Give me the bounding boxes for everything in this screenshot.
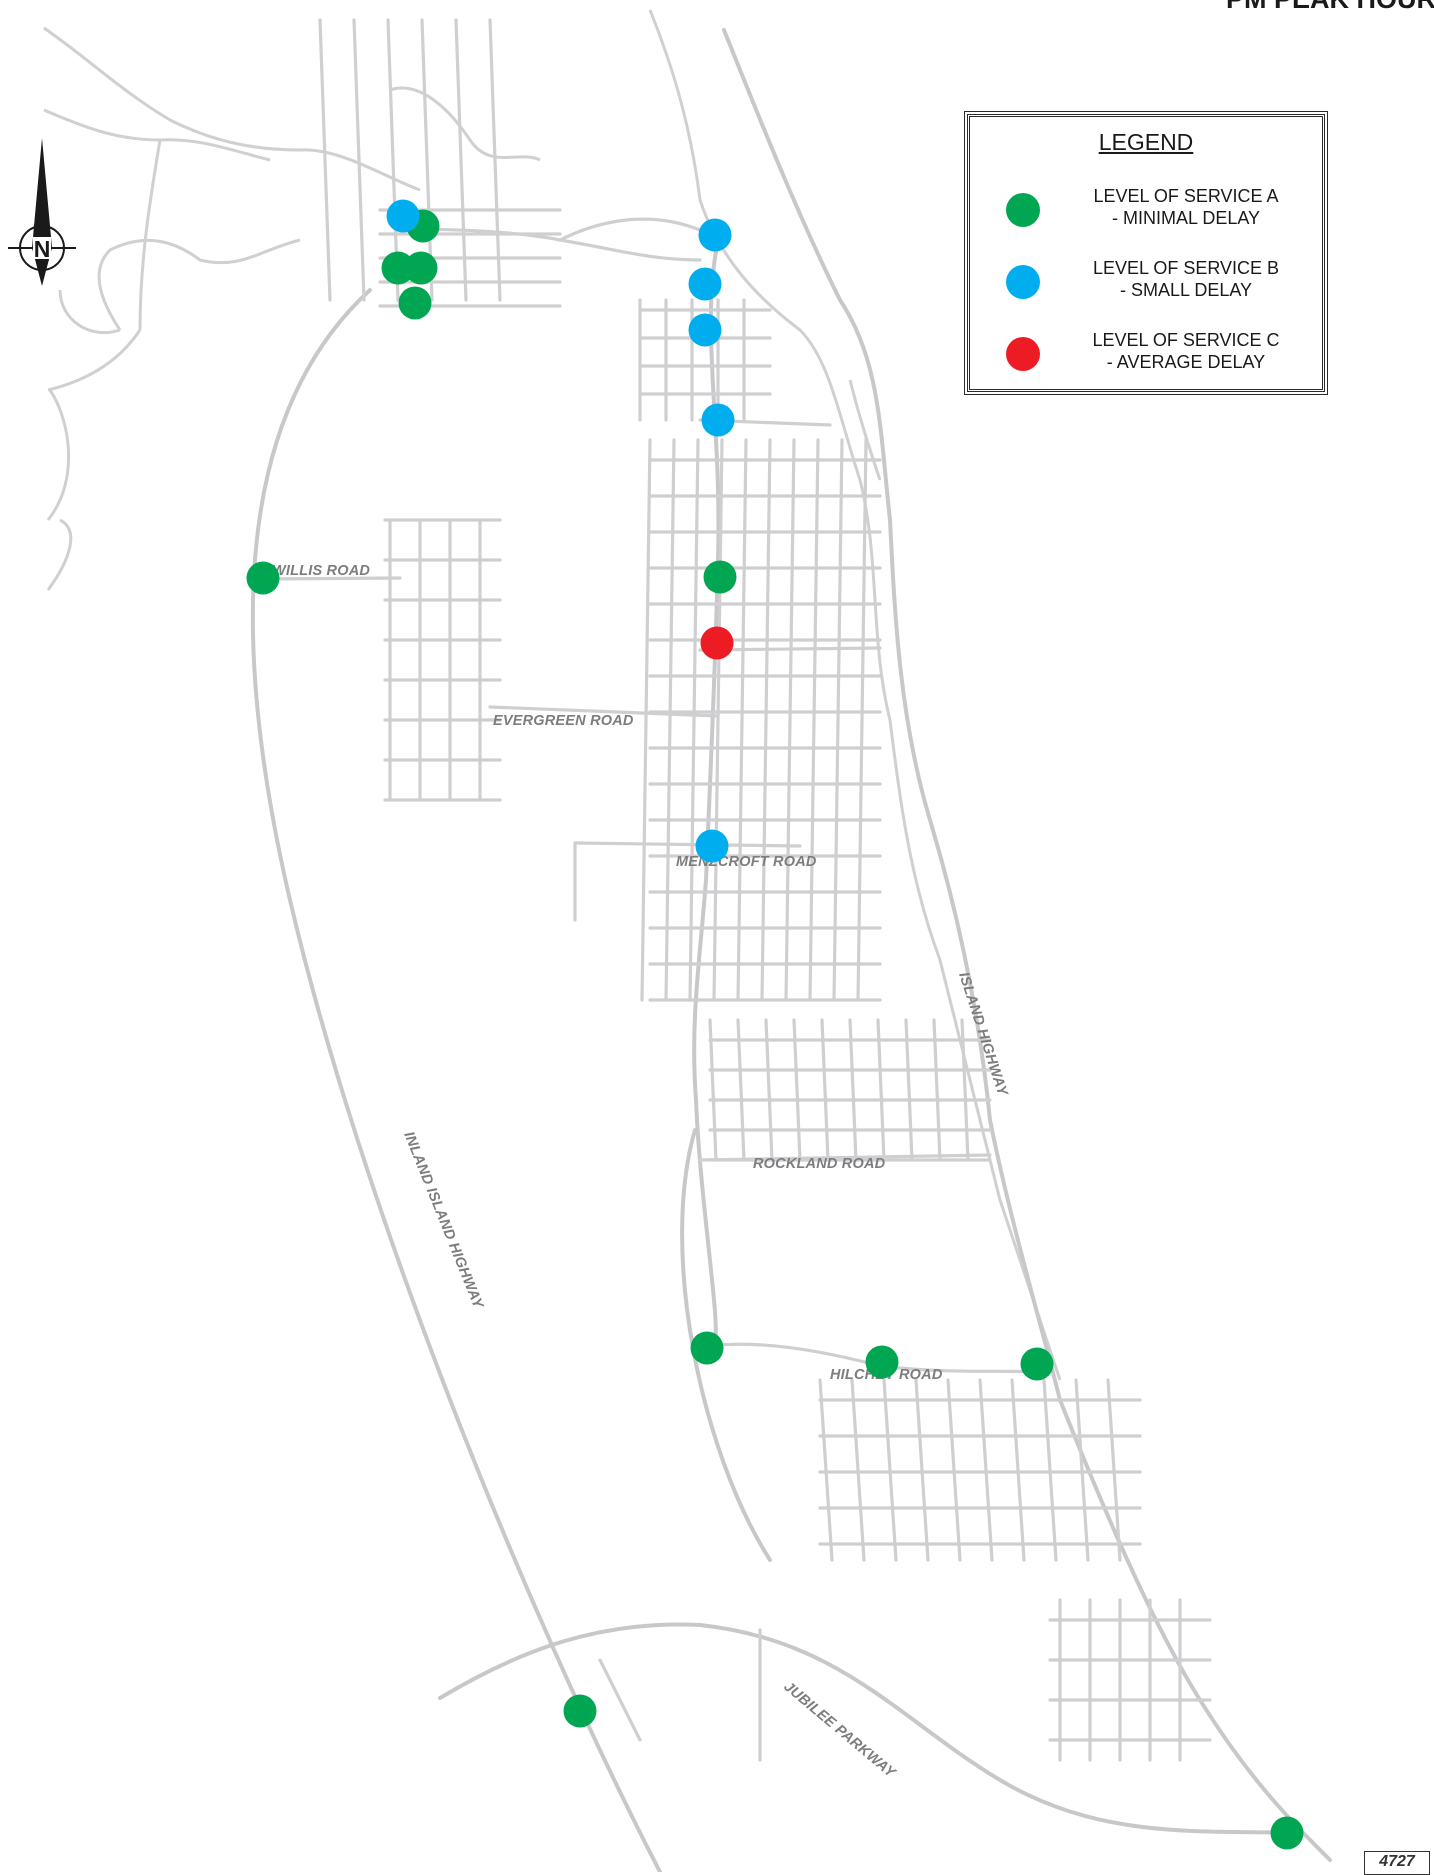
- legend-label: LEVEL OF SERVICE A: [1093, 186, 1279, 206]
- blue-dot-icon: [1006, 265, 1040, 299]
- street: [1106, 1378, 1122, 1562]
- label-willis-road: WILLIS ROAD: [272, 563, 370, 579]
- street: [760, 438, 772, 1002]
- street: [318, 18, 332, 302]
- street: [876, 1018, 886, 1162]
- street: [598, 1658, 642, 1742]
- legend-label: LEVEL OF SERVICE B: [1092, 258, 1280, 278]
- red-dot-icon: [1006, 337, 1040, 371]
- intersection-marker-a: [865, 1345, 899, 1379]
- street: [688, 438, 700, 1002]
- intersection-marker-b: [698, 218, 732, 252]
- street: [960, 1018, 970, 1162]
- legend-item-service-b: LEVEL OF SERVICE B - SMALL DELAY: [1006, 257, 1306, 317]
- intersection-marker-b: [386, 199, 420, 233]
- street: [420, 18, 434, 302]
- intersection-marker-a: [690, 1331, 724, 1365]
- street: [664, 438, 676, 1002]
- street: [736, 1018, 746, 1162]
- street: [784, 438, 796, 1002]
- intersection-marker-b: [688, 313, 722, 347]
- street: [792, 1018, 802, 1162]
- street: [978, 1378, 994, 1562]
- street: [946, 1378, 962, 1562]
- street: [820, 1018, 830, 1162]
- street: [818, 1378, 834, 1562]
- intersection-marker-b: [688, 267, 722, 301]
- intersection-marker-a: [404, 251, 438, 285]
- road-labels: WILLIS ROAD EVERGREEN ROAD MENZCROFT ROA…: [272, 563, 1011, 1782]
- street: [488, 18, 502, 302]
- intersection-marker-a: [246, 561, 280, 595]
- intersection-markers: [246, 199, 1304, 1850]
- legend-item-service-a: LEVEL OF SERVICE A - MINIMAL DELAY: [1006, 185, 1306, 245]
- north-arrow-icon: N: [8, 138, 76, 286]
- street: [764, 1018, 774, 1162]
- street: [882, 1378, 898, 1562]
- intersection-marker-c: [700, 626, 734, 660]
- intersection-marker-a: [703, 560, 737, 594]
- street: [1010, 1378, 1026, 1562]
- label-inland-island-highway: INLAND ISLAND HIGHWAY: [400, 1130, 486, 1312]
- intersection-marker-a: [381, 251, 415, 285]
- legend-heading: LEGEND: [1098, 129, 1194, 155]
- legend-sublabel: - AVERAGE DELAY: [1106, 352, 1266, 372]
- street: [454, 18, 468, 302]
- street: [850, 1378, 866, 1562]
- street: [904, 1018, 914, 1162]
- street: [932, 1018, 942, 1162]
- street: [832, 438, 844, 1002]
- street: [914, 1378, 930, 1562]
- street: [1042, 1378, 1058, 1562]
- street-grid: [318, 18, 1212, 1762]
- green-dot-icon: [1006, 193, 1040, 227]
- river-shoreline: [43, 9, 1062, 1381]
- street: [856, 438, 868, 1002]
- intersection-marker-a: [1270, 1816, 1304, 1850]
- intersection-marker-b: [701, 403, 735, 437]
- legend-sublabel: - MINIMAL DELAY: [1111, 208, 1261, 228]
- intersection-marker-a: [1020, 1347, 1054, 1381]
- intersection-marker-a: [563, 1694, 597, 1728]
- street: [1074, 1378, 1090, 1562]
- street: [736, 438, 748, 1002]
- street: [708, 1018, 718, 1162]
- compass-letter: N: [34, 236, 51, 262]
- street: [640, 438, 652, 1002]
- label-evergreen-road: EVERGREEN ROAD: [493, 713, 634, 729]
- legend-sublabel: - SMALL DELAY: [1119, 280, 1253, 300]
- street: [352, 18, 366, 302]
- legend-label: LEVEL OF SERVICE C: [1092, 330, 1280, 350]
- figure-number: 4727: [1364, 1851, 1430, 1875]
- label-menzies-road: MENZCROFT ROAD: [676, 854, 817, 870]
- page-title: PM PEAK HOUR: [1226, 0, 1434, 15]
- legend-box: LEGEND LEVEL OF SERVICE A - MINIMAL DELA…: [964, 111, 1328, 395]
- label-rockland-road: ROCKLAND ROAD: [753, 1156, 886, 1172]
- street: [808, 438, 820, 1002]
- intersection-marker-a: [398, 286, 432, 320]
- intersection-marker-b: [695, 829, 729, 863]
- street: [848, 1018, 858, 1162]
- legend-item-service-c: LEVEL OF SERVICE C - AVERAGE DELAY: [1006, 329, 1306, 389]
